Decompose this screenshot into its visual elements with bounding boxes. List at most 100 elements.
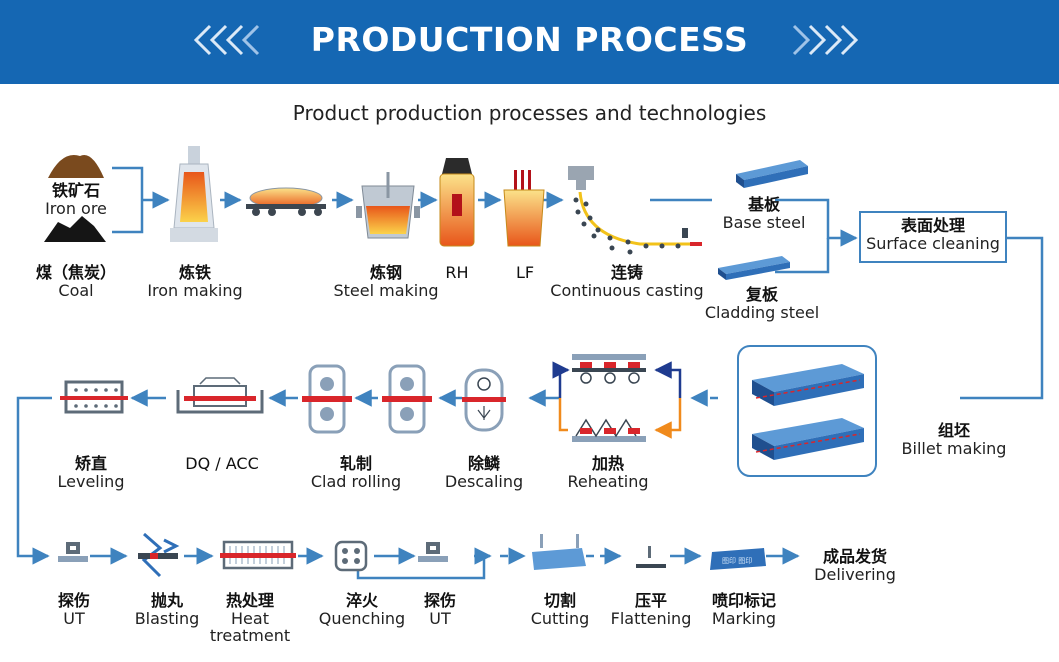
step-ut-1-cn: 探伤: [57, 591, 90, 610]
step-billet-making-cn: 组坯: [937, 421, 970, 440]
step-heat-treatment-cn: 热处理: [225, 591, 274, 610]
step-iron-making-cn: 炼铁: [178, 263, 211, 282]
step-steel-making-en: Steel making: [333, 280, 439, 300]
step-flattening-cn: 压平: [634, 591, 667, 610]
step-leveling-en: Leveling: [57, 471, 125, 491]
step-descaling: 除鳞 Descaling: [436, 455, 532, 490]
svg-text:图印 图印: 图印 图印: [722, 557, 752, 565]
step-marking-en: Marking: [711, 608, 777, 628]
step-billet-making: 组坯 Billet making: [892, 422, 1016, 457]
step-delivering: 成品发货 Delivering: [804, 548, 906, 583]
banner-chevrons-right: [792, 24, 859, 56]
step-ut-1: 探伤 UT: [44, 592, 104, 627]
leveler-icon: [60, 380, 128, 414]
ut-probe-icon-2: [418, 542, 448, 562]
step-blasting: 抛丸 Blasting: [126, 592, 208, 627]
flattening-press-icon: [636, 546, 666, 568]
step-blasting-cn: 抛丸: [150, 591, 183, 610]
iron-ore-icon: [48, 154, 104, 178]
step-cutting-en: Cutting: [530, 608, 590, 628]
step-continuous-casting-cn: 连铸: [610, 263, 643, 282]
step-reheating-cn: 加热: [591, 454, 624, 473]
step-leveling-cn: 矫直: [74, 454, 107, 473]
step-clad-rolling-cn: 轧制: [339, 454, 372, 473]
step-base-steel-en: Base steel: [722, 212, 806, 232]
step-clad-rolling-en: Clad rolling: [310, 471, 402, 491]
ladle-furnace-icon: [503, 170, 545, 247]
step-dq-acc-label: DQ / ACC: [185, 454, 259, 473]
step-iron-ore: 铁矿石 Iron ore: [34, 182, 118, 217]
quenching-icon: [334, 540, 368, 572]
row1-connectors: [112, 166, 1044, 400]
step-iron-ore-cn: 铁矿石: [51, 181, 100, 200]
step-cladding-steel-en: Cladding steel: [704, 302, 820, 322]
step-leveling: 矫直 Leveling: [46, 455, 136, 490]
step-base-steel: 基板 Base steel: [712, 196, 816, 231]
step-heat-treatment: 热处理 Heat treatment: [202, 592, 298, 645]
shot-blasting-icon: [138, 532, 180, 578]
step-heat-treatment-en2: treatment: [209, 626, 291, 646]
step-surface-cleaning-cn: 表面处理: [900, 216, 965, 235]
step-ut-2-cn: 探伤: [423, 591, 456, 610]
step-quenching-cn: 淬火: [345, 591, 378, 610]
cutting-icon: [532, 534, 586, 570]
step-flattening: 压平 Flattening: [604, 592, 698, 627]
descaling-icon: [462, 368, 506, 432]
step-cladding-steel: 复板 Cladding steel: [700, 286, 824, 321]
step-base-steel-cn: 基板: [747, 195, 780, 214]
step-coal-cn: 煤（焦炭）: [35, 263, 116, 282]
step-lf-label: LF: [515, 263, 535, 282]
step-rh: RH: [434, 264, 480, 282]
step-cutting-cn: 切割: [543, 591, 576, 610]
rolling-mill-stand-icon-2: [302, 364, 352, 434]
step-ut-1-en: UT: [63, 608, 85, 628]
step-continuous-casting: 连铸 Continuous casting: [544, 264, 710, 299]
blast-furnace-icon: [170, 146, 218, 242]
subtitle: Product production processes and technol…: [292, 101, 767, 125]
header-banner-fill: [0, 0, 1059, 84]
step-heat-treatment-en: Heat: [231, 608, 269, 628]
rolling-mill-stand-icon: [382, 364, 432, 434]
step-steel-making: 炼钢 Steel making: [328, 264, 444, 299]
walking-beam-furnace-icon: [572, 354, 646, 442]
step-ut-2: 探伤 UT: [410, 592, 470, 627]
coal-icon: [44, 216, 106, 242]
step-coal: 煤（焦炭） Coal: [26, 264, 126, 299]
step-iron-making: 炼铁 Iron making: [140, 264, 250, 299]
step-delivering-en: Delivering: [814, 564, 896, 584]
step-descaling-cn: 除鳞: [467, 454, 500, 473]
step-quenching: 淬火 Quenching: [310, 592, 414, 627]
step-blasting-en: Blasting: [134, 608, 200, 628]
step-ut-2-en: UT: [429, 608, 451, 628]
step-surface-cleaning: 表面处理 Surface cleaning: [862, 217, 1004, 252]
step-cladding-steel-cn: 复板: [745, 285, 778, 304]
step-steel-making-cn: 炼钢: [369, 263, 402, 282]
billet-stack-icon: [737, 345, 877, 477]
step-coal-en: Coal: [58, 280, 94, 300]
step-iron-ore-en: Iron ore: [45, 198, 107, 218]
step-delivering-cn: 成品发货: [822, 547, 887, 566]
base-steel-plate-icon: [736, 160, 808, 188]
ut-probe-icon: [58, 542, 88, 562]
step-dq-acc: DQ / ACC: [174, 455, 270, 473]
dq-acc-cooling-icon: [176, 377, 264, 414]
heat-treatment-furnace-icon: [220, 540, 296, 570]
rh-degasser-icon: [439, 158, 475, 247]
step-reheating: 加热 Reheating: [558, 455, 658, 490]
step-continuous-casting-en: Continuous casting: [550, 280, 704, 300]
banner-chevrons-left: [193, 24, 260, 56]
step-reheating-en: Reheating: [567, 471, 649, 491]
torpedo-car-icon: [246, 187, 326, 216]
step-surface-cleaning-en: Surface cleaning: [866, 233, 1000, 253]
marking-plate-icon: 图印 图印: [710, 548, 766, 570]
step-marking-cn: 喷印标记: [711, 591, 776, 610]
continuous-caster-icon: [568, 166, 702, 255]
reheating-loop: [552, 361, 682, 439]
step-marking: 喷印标记 Marking: [696, 592, 792, 627]
step-rh-label: RH: [445, 263, 469, 282]
step-flattening-en: Flattening: [610, 608, 692, 628]
converter-icon: [356, 172, 420, 239]
page-title: PRODUCTION PROCESS: [310, 20, 749, 59]
step-clad-rolling: 轧制 Clad rolling: [306, 455, 406, 490]
